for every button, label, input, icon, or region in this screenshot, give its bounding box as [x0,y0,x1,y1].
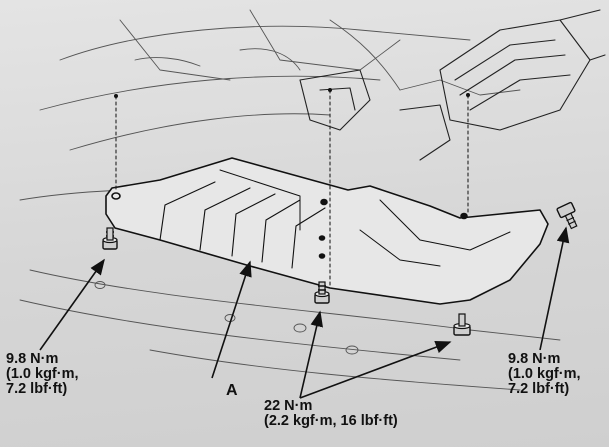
torque-metric-imperial: (2.2 kgf·m, 16 lbf·ft) [264,413,398,429]
part-label-a: A [226,382,238,399]
torque-metric: (1.0 kgf·m, [508,366,581,382]
bolt-upper-right [556,201,578,230]
bolt-center [314,281,330,304]
fastener-guide-lines [115,89,469,286]
leader-lines [39,226,570,399]
torque-value: 9.8 N·m [508,351,561,367]
torque-value: 22 N·m [264,398,313,414]
splash-shield-a [105,157,549,305]
torque-value: 9.8 N·m [6,351,59,367]
torque-spec-right: 9.8 N·m (1.0 kgf·m, 7.2 lbf·ft) [508,352,581,397]
torque-imperial: 7.2 lbf·ft) [508,381,570,397]
bolt-left [102,227,118,250]
torque-metric: (1.0 kgf·m, [6,366,79,382]
torque-spec-center: 22 N·m (2.2 kgf·m, 16 lbf·ft) [264,399,398,429]
bolt-lower-right [453,313,471,336]
torque-spec-left: 9.8 N·m (1.0 kgf·m, 7.2 lbf·ft) [6,352,79,397]
guide-markers [114,88,470,98]
catalytic-converter [439,9,606,131]
torque-imperial: 7.2 lbf·ft) [6,381,68,397]
